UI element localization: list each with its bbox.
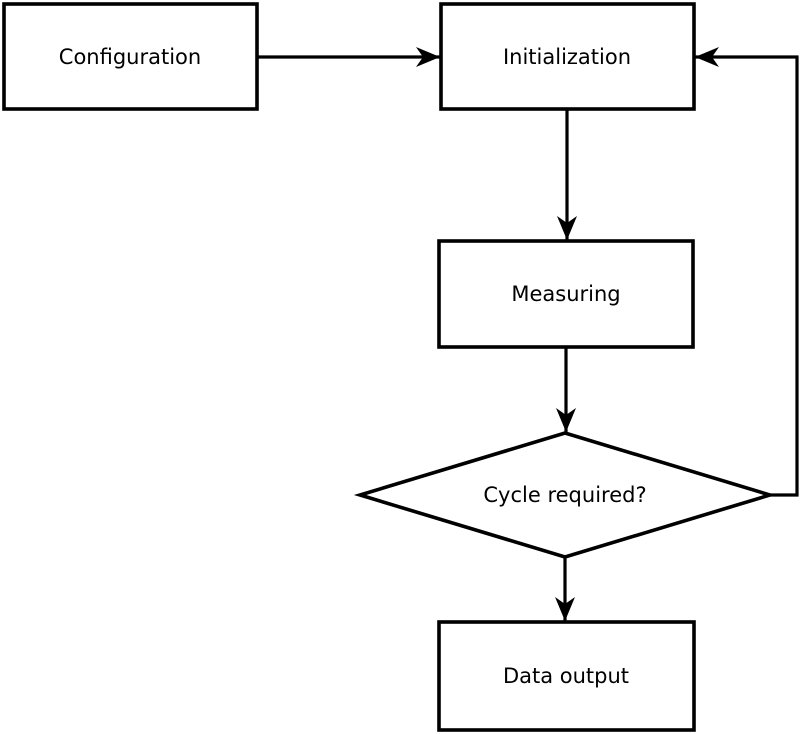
node-cycle-required-label: Cycle required?: [483, 483, 646, 507]
node-cycle-required: Cycle required?: [353, 431, 777, 559]
node-initialization-label: Initialization: [503, 45, 631, 69]
node-measuring-label: Measuring: [511, 282, 620, 306]
node-configuration-label: Configuration: [59, 45, 201, 69]
edge-cycle-required-to-initialization-feedback: [695, 47, 799, 497]
node-data-output-label: Data output: [503, 664, 629, 688]
node-initialization: Initialization: [439, 2, 696, 111]
node-configuration: Configuration: [2, 2, 259, 111]
node-measuring: Measuring: [437, 239, 695, 349]
node-data-output: Data output: [437, 620, 696, 732]
